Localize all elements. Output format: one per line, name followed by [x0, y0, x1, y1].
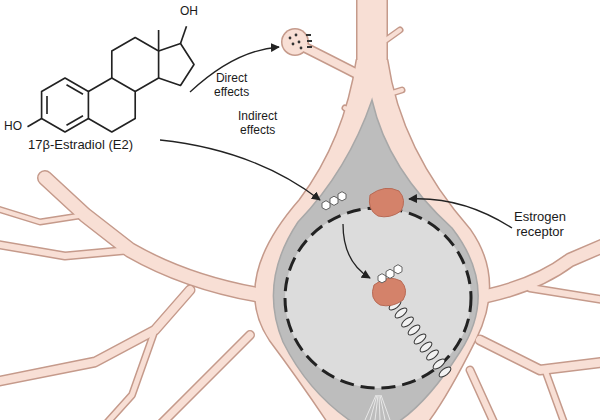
receptor-nucleus	[372, 265, 405, 306]
estradiol-ligand	[322, 192, 346, 210]
receptor-pointer	[409, 199, 512, 228]
synapse	[289, 34, 312, 50]
part-label: Estrogen receptor	[514, 210, 566, 240]
nucleus	[285, 208, 471, 388]
translocation-arrow	[343, 224, 370, 278]
estradiol-structure	[28, 26, 195, 132]
arrow-label: Indirect effects	[238, 110, 277, 138]
arrow-label: Direct effects	[214, 72, 249, 100]
cytoplasm	[273, 100, 478, 420]
hydroxyl-label: OH	[180, 5, 198, 19]
axon-hillock	[365, 395, 390, 420]
dna-helix	[387, 298, 452, 379]
hydroxyl-label: HO	[4, 120, 22, 134]
receptor-cytoplasm	[369, 188, 403, 217]
indirect-arrow	[160, 140, 320, 200]
molecule-name: 17β-Estradiol (E2)	[28, 138, 133, 153]
